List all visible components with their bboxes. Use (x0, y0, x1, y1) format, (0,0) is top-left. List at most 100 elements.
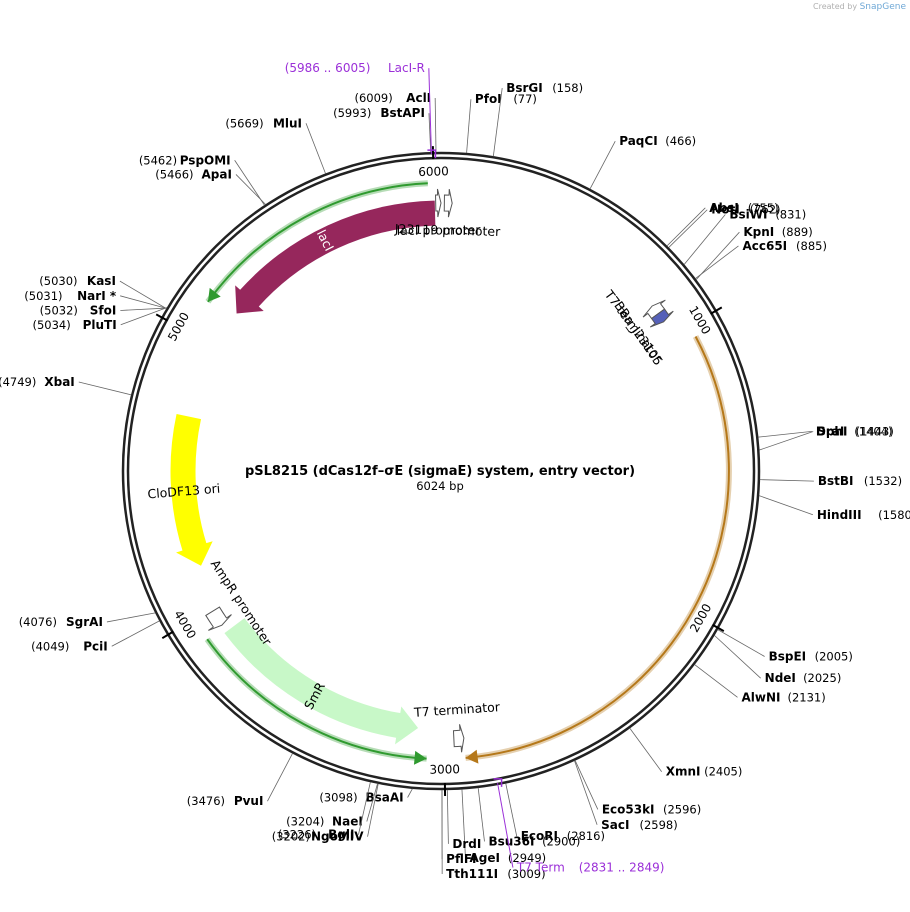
site-position: (1443) (856, 425, 894, 439)
site-name: BglI (328, 828, 354, 842)
site-position: (3476) (187, 794, 225, 808)
site-xbai[interactable]: XbaI(4749) (0, 375, 75, 389)
site-leader-line (683, 214, 726, 265)
site-name: DraI (816, 424, 844, 438)
site-alwni[interactable]: AlwNI(2131) (742, 690, 826, 704)
orf-arc (465, 336, 730, 759)
site-xmni[interactable]: XmnI(2405) (666, 765, 743, 779)
site-position: (5030) (39, 274, 77, 288)
feature-arrow-laci-promoter[interactable] (435, 188, 442, 218)
site-name: EcoRI (521, 829, 558, 843)
site-position: (831) (775, 208, 806, 222)
site-drai[interactable]: DraI(1404) (816, 424, 893, 438)
site-bgli[interactable]: BglI(3226) (278, 828, 355, 842)
site-leader-line (78, 381, 132, 396)
site-leader-line (461, 789, 466, 859)
site-name: DrdI (452, 837, 481, 851)
site-pspomi[interactable]: PspOMI(5462) (139, 153, 231, 167)
site-leader-line (120, 307, 168, 326)
site-name: SfoI (90, 303, 117, 317)
backbone-outer-strand (121, 151, 761, 791)
site-leader-line (717, 629, 765, 657)
site-sphi[interactable]: SphI (1443) (817, 425, 894, 439)
site-absi[interactable]: AbsI(755) (709, 201, 778, 215)
site-pvui[interactable]: PvuI (3476) (187, 794, 264, 808)
site-bstbi[interactable]: BstBI(1532) (818, 474, 902, 488)
site-bsrgi[interactable]: BsrGI(158) (506, 81, 583, 95)
site-naei[interactable]: NaeI(3204) (286, 815, 363, 829)
site-name: BsaAI (365, 791, 403, 805)
site-ecori[interactable]: EcoRI(2816) (521, 829, 605, 843)
primer-t7-term[interactable]: T7 Term(2831 .. 2849) (516, 861, 665, 875)
site-paqci[interactable]: PaqCI(466) (619, 134, 696, 148)
feature-arrow-ampr-promoter[interactable] (205, 606, 232, 631)
tick-mark (161, 630, 174, 640)
feature-arrow-clodf13-ori[interactable] (170, 413, 213, 566)
primer-range: (5986 .. 6005) (285, 61, 371, 75)
site-name: ApaI (202, 167, 232, 181)
site-name: SphI (817, 425, 847, 439)
site-eco53ki[interactable]: Eco53kI(2596) (602, 802, 701, 816)
site-acli[interactable]: AclI(6009) (355, 91, 432, 105)
site-nari-[interactable]: NarI *(5031) (24, 289, 117, 303)
site-name: PluTI (83, 318, 117, 332)
feature-arrow-j23119-promoter[interactable] (443, 189, 453, 218)
site-leader-line (358, 781, 371, 835)
site-leader-line (366, 783, 378, 822)
site-bstapi[interactable]: BstAPI(5993) (333, 106, 425, 120)
site-bsiwi[interactable]: BsiWI(831) (729, 208, 806, 222)
site-position: (77) (513, 92, 537, 106)
site-position: (6009) (355, 91, 393, 105)
feature-arrow-bba-j23105[interactable] (649, 308, 674, 328)
site-leader-line (267, 753, 293, 802)
site-pluti[interactable]: PluTI(5034) (32, 318, 116, 332)
site-leader-line (305, 123, 326, 174)
site-position: (3204) (286, 815, 324, 829)
site-leader-line (367, 783, 379, 837)
site-kasi[interactable]: KasI(5030) (39, 274, 116, 288)
site-pfoi[interactable]: PfoI(77) (475, 92, 537, 106)
site-noti[interactable]: NotI(762) (711, 203, 780, 217)
site-position: (5032) (40, 303, 78, 317)
site-position: (1580) (878, 508, 910, 522)
site-position: (5993) (333, 106, 371, 120)
site-name: Acc65I (742, 239, 787, 253)
feature-arrow-smr[interactable] (224, 618, 419, 745)
site-bspei[interactable]: BspEI(2005) (769, 649, 853, 663)
site-ndei[interactable]: NdeI(2025) (765, 671, 842, 685)
site-mlui[interactable]: MluI(5669) (225, 116, 302, 130)
site-name: PvuI (234, 794, 264, 808)
site-name: SgrAI (66, 615, 103, 629)
site-ngomiv[interactable]: NgoMIV(3202) (272, 830, 365, 844)
site-position: (885) (796, 239, 827, 253)
site-leader-line (574, 760, 598, 825)
feature-label: J23119 promoter (394, 221, 502, 239)
site-bsaai[interactable]: BsaAI(3098) (319, 791, 403, 805)
site-sfoi[interactable]: SfoI (5032) (40, 303, 117, 317)
site-tth111i[interactable]: Tth111I(3009) (446, 867, 545, 881)
site-drdi[interactable]: DrdI (452, 837, 481, 851)
site-leader-line (574, 760, 599, 810)
site-apai[interactable]: ApaI (5466) (155, 167, 232, 181)
feature-arrow-laci[interactable] (235, 200, 436, 314)
site-name: PciI (83, 639, 108, 653)
feature-arrow-t7-terminator[interactable] (452, 724, 465, 753)
site-acc65i[interactable]: Acc65I (885) (742, 239, 827, 253)
site-pcii[interactable]: PciI(4049) (31, 639, 108, 653)
site-position: (5466) (155, 167, 193, 181)
feature-arrow-t7-terminator[interactable] (642, 299, 666, 320)
site-sgrai[interactable]: SgrAI(4076) (19, 615, 103, 629)
feature-label: lacI promoter (397, 222, 482, 238)
site-pflfi[interactable]: PflFI (446, 852, 476, 866)
primer-laci-r[interactable]: LacI-R(5986 .. 6005) (285, 61, 425, 75)
site-name: BspEI (769, 649, 807, 663)
site-saci[interactable]: SacI(2598) (601, 818, 678, 832)
site-agei[interactable]: AgeI(2949) (469, 851, 546, 865)
site-name: NotI (711, 203, 740, 217)
site-name: PflFI (446, 852, 476, 866)
site-bsu36i[interactable]: Bsu36I(2900) (488, 834, 580, 848)
site-leader-line (668, 209, 708, 248)
site-leader-line (466, 99, 472, 154)
site-hindiii[interactable]: HindIII(1580) (817, 508, 910, 522)
site-kpni[interactable]: KpnI(889) (743, 225, 812, 239)
